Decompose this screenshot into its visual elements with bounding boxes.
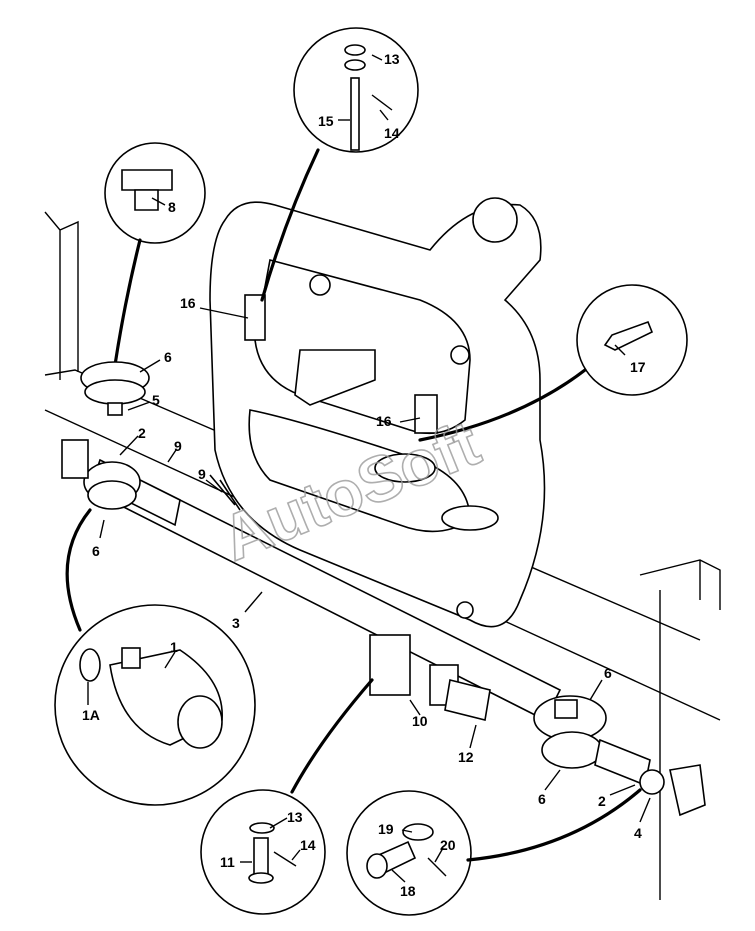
callout-6-right-bottom: 6 <box>538 791 546 807</box>
callout-6-right-top: 6 <box>604 665 612 681</box>
callout-14-bottom: 14 <box>300 837 316 853</box>
callout-13-top: 13 <box>384 51 400 67</box>
callout-labels: 13 15 14 8 16 6 5 2 9 9 16 17 6 3 1 1A 1… <box>82 51 646 899</box>
callout-15: 15 <box>318 113 334 129</box>
callout-2-left: 2 <box>138 425 146 441</box>
callout-5: 5 <box>152 392 160 408</box>
callout-16-left: 16 <box>180 295 196 311</box>
callout-6-top: 6 <box>164 349 172 365</box>
callout-18: 18 <box>400 883 416 899</box>
callout-10: 10 <box>412 713 428 729</box>
inset-leaders <box>65 148 642 862</box>
callout-19: 19 <box>378 821 394 837</box>
callout-20: 20 <box>440 837 456 853</box>
steering-cylinder-assembly <box>61 439 706 817</box>
callout-1: 1 <box>170 639 178 655</box>
callout-6-left: 6 <box>92 543 100 559</box>
callout-8: 8 <box>168 199 176 215</box>
axle-frame <box>209 197 546 628</box>
left-pulley-parts <box>80 361 150 416</box>
inset-8 <box>104 142 206 244</box>
callout-13-bottom: 13 <box>287 809 303 825</box>
callout-12: 12 <box>458 749 474 765</box>
callout-17: 17 <box>630 359 646 375</box>
callout-11: 11 <box>220 854 235 870</box>
inset-17 <box>576 284 688 396</box>
inset-11-13-14 <box>200 789 326 915</box>
inset-1-1a <box>54 604 256 806</box>
callout-1a: 1A <box>82 707 100 723</box>
callout-16-right: 16 <box>376 413 392 429</box>
callout-9-left: 9 <box>174 438 182 454</box>
callout-14-top: 14 <box>384 125 400 141</box>
inset-18-19-20 <box>346 790 472 916</box>
inset-13-14-15 <box>293 27 419 153</box>
callout-4: 4 <box>634 825 642 841</box>
callout-9-right: 9 <box>198 466 206 482</box>
callout-3: 3 <box>232 615 240 631</box>
callout-2-right: 2 <box>598 793 606 809</box>
callout-leaders <box>87 54 651 883</box>
